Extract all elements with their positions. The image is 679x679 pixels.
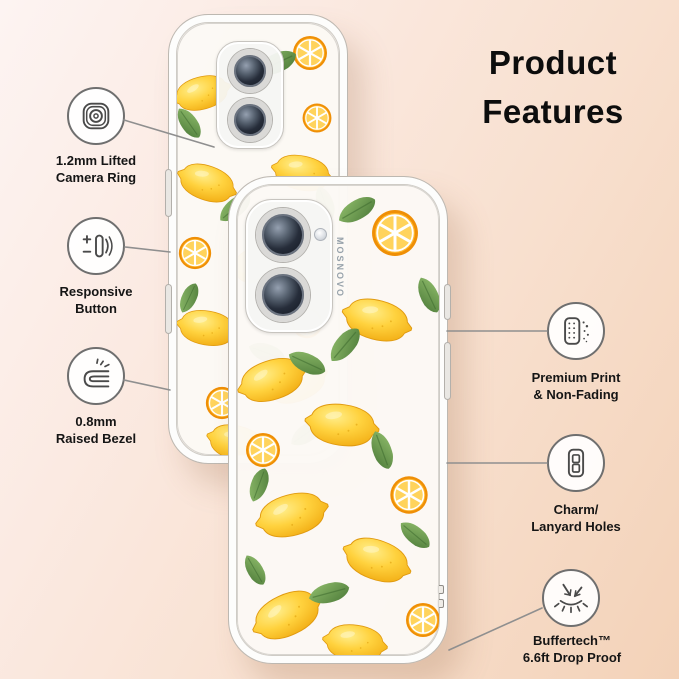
plus-minus-button-icon: [82, 234, 113, 258]
impact-arrows-icon: [553, 583, 589, 614]
callout-raised-bezel: [67, 347, 125, 405]
callout-camera-ring: [67, 87, 125, 145]
title-line-2: Features: [482, 93, 624, 130]
drop-proof-label: Buffertech™ 6.6ft Drop Proof: [522, 633, 622, 665]
title-line-1: Product: [488, 44, 618, 81]
phone-case-front: MOSNOVO: [228, 176, 451, 664]
case-interior: MOSNOVO: [237, 185, 439, 655]
camera-module: [216, 41, 284, 149]
callout-lanyard-holes: [547, 434, 605, 492]
lanyard-holes-label: Charm/ Lanyard Holes: [531, 502, 621, 534]
camera-lens: [256, 268, 310, 322]
camera-lens: [228, 49, 272, 93]
side-button: [444, 342, 451, 400]
brand-text: MOSNOVO: [335, 237, 345, 299]
camera-lens: [228, 98, 272, 142]
camera-flash: [314, 228, 327, 241]
raised-bezel-icon: [83, 358, 110, 388]
lanyard-holes-icon: [567, 448, 585, 478]
side-button: [165, 169, 172, 217]
side-button: [444, 284, 451, 320]
camera-ring-label: 1.2mm Lifted Camera Ring: [55, 153, 137, 185]
camera-lens: [256, 208, 310, 262]
premium-print-label: Premium Print & Non-Fading: [531, 370, 621, 402]
camera-ring-icon: [82, 102, 110, 130]
camera-module: [245, 199, 333, 333]
print-dots-icon: [564, 317, 589, 345]
side-button: [165, 284, 172, 334]
callout-responsive-button: [67, 217, 125, 275]
raised-bezel-label: 0.8mm Raised Bezel: [55, 414, 137, 446]
callout-premium-print: [547, 302, 605, 360]
responsive-button-label: Responsive Button: [59, 284, 133, 316]
page-title: Product Features: [452, 38, 654, 136]
callout-drop-proof: [542, 569, 600, 627]
